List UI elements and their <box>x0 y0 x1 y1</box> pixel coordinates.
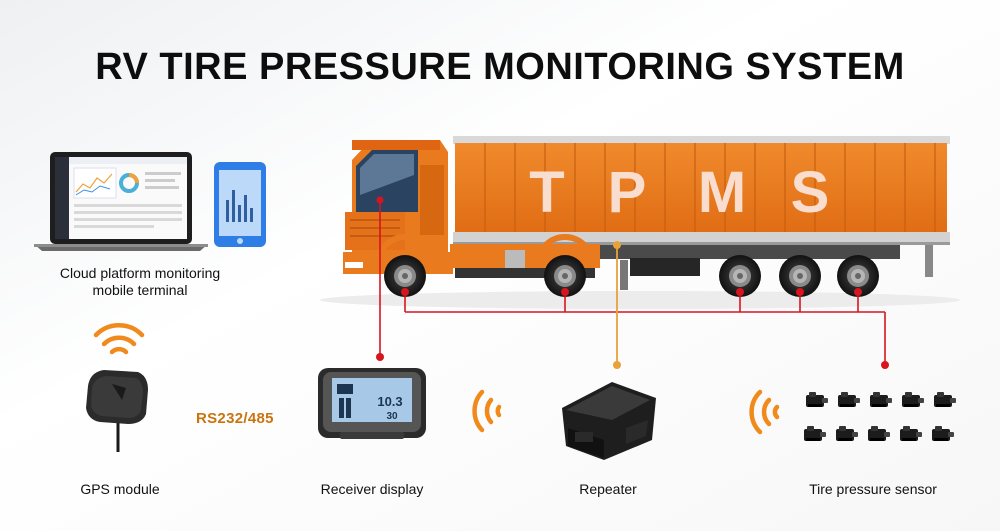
repeater-caption: Repeater <box>579 481 637 497</box>
wifi-signal-icon <box>93 323 145 355</box>
cloud-platform-caption-line1: Cloud platform monitoring <box>59 265 221 281</box>
receiver-display-caption: Receiver display <box>320 481 424 497</box>
connector-dots <box>376 196 889 369</box>
gps-module-icon <box>86 370 148 452</box>
gps-module-caption: GPS module <box>80 481 160 497</box>
page-title: RV TIRE PRESSURE MONITORING SYSTEM <box>95 46 905 88</box>
display-reading-top: 10.3 <box>377 394 402 409</box>
receiver-display-icon <box>318 368 426 439</box>
trailer-letter: S <box>791 160 830 225</box>
trailer-letter: T <box>529 160 564 225</box>
repeater-line <box>613 241 621 369</box>
cloud-platform-caption: Cloud platform monitoring mobile termina… <box>40 265 240 299</box>
display-reading-bottom: 30 <box>386 411 398 422</box>
laptop-icon <box>34 152 208 251</box>
truck-illustration <box>320 136 960 309</box>
repeater-icon <box>562 382 656 460</box>
connection-lines <box>379 200 886 365</box>
wifi-signal-sensor-icon <box>749 389 780 435</box>
trailer-letter: P <box>608 160 647 225</box>
trailer-letter: M <box>698 160 746 225</box>
wifi-signal-left-receiver-icon <box>472 389 502 433</box>
protocol-label: RS232/485 <box>196 410 274 427</box>
tire-pressure-sensor-caption: Tire pressure sensor <box>809 481 937 497</box>
smartphone-icon <box>214 162 266 247</box>
cloud-platform-caption-line2: mobile terminal <box>92 282 188 298</box>
